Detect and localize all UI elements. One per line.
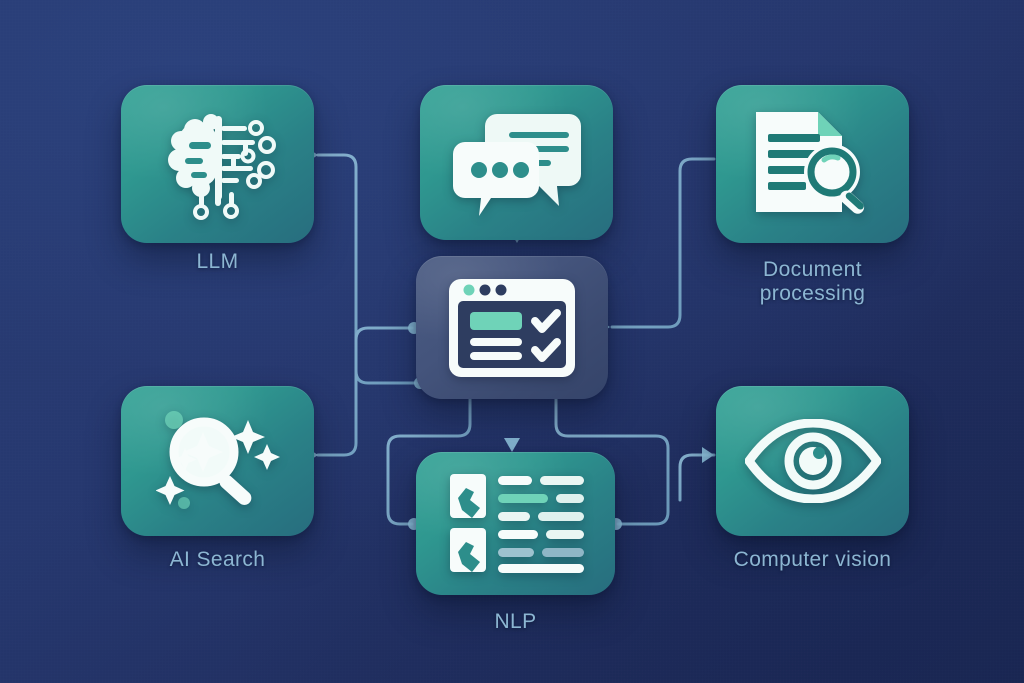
document-magnifier-icon <box>716 85 909 243</box>
connector-hub-to-document-processing <box>610 157 716 329</box>
node-ai-search-label: AI Search <box>169 548 266 571</box>
node-computer-vision-label: Computer vision <box>733 548 892 571</box>
connector-llm-to-hub <box>316 153 422 385</box>
connector-hub-right-to-nlp-right <box>554 396 670 526</box>
connector-hub-left-to-nlp-left <box>386 396 472 526</box>
node-hub[interactable] <box>416 256 608 399</box>
node-llm[interactable] <box>121 85 314 243</box>
brain-circuit-icon <box>121 85 314 243</box>
node-computer-vision[interactable] <box>716 386 909 536</box>
chat-bubbles-icon <box>420 85 613 240</box>
node-ai-search[interactable] <box>121 386 314 536</box>
node-llm-label: LLM <box>196 250 239 273</box>
connector-computer-vision-to-nlp <box>678 453 716 502</box>
magnifier-sparkle-icon <box>121 386 314 536</box>
node-llm-tile <box>121 85 314 243</box>
node-nlp[interactable] <box>416 452 615 595</box>
text-annotation-icon <box>416 452 615 595</box>
arrowhead-computer-vision-left <box>702 447 714 463</box>
node-chat[interactable] <box>420 85 613 240</box>
node-document-processing[interactable] <box>716 85 909 243</box>
eye-icon <box>716 386 909 536</box>
arrowhead-nlp-top <box>504 438 520 452</box>
node-nlp-label: NLP <box>494 610 537 633</box>
node-document-processing-label: Document processing <box>759 258 866 305</box>
browser-checklist-icon <box>416 256 608 399</box>
connector-ai-search-to-hub <box>316 326 414 457</box>
